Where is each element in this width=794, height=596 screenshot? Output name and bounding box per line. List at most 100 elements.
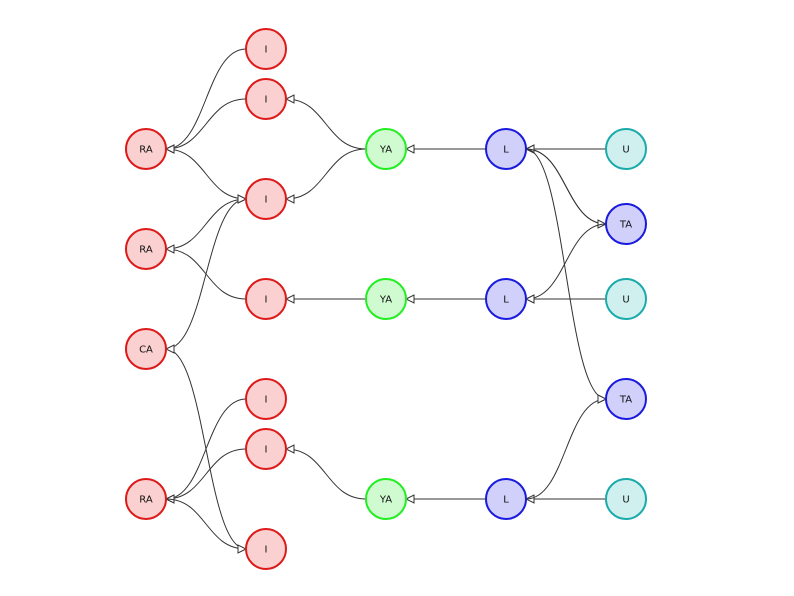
node-i5[interactable]: I <box>245 378 287 420</box>
node-label: RA <box>139 495 153 506</box>
arrowhead-icon <box>404 294 415 304</box>
node-label: I <box>265 395 268 406</box>
node-label: RA <box>139 145 153 156</box>
node-circle <box>125 478 167 520</box>
node-label: I <box>265 445 268 456</box>
node-ra3[interactable]: RA <box>125 478 167 520</box>
node-i4[interactable]: I <box>245 278 287 320</box>
node-label: YA <box>379 295 392 306</box>
node-ta1[interactable]: TA <box>605 203 647 245</box>
node-label: U <box>622 145 629 156</box>
edge-line <box>525 148 607 400</box>
node-label: TA <box>619 220 632 231</box>
node-circle <box>245 178 287 220</box>
node-circle <box>485 128 527 170</box>
node-label: I <box>265 45 268 56</box>
edge-l1-to-ya1 <box>404 144 486 154</box>
edge-line <box>165 48 247 150</box>
edge-line <box>165 148 247 200</box>
node-l2[interactable]: L <box>485 278 527 320</box>
edge-ta1-to-l1 <box>524 144 607 225</box>
node-circle <box>245 28 287 70</box>
arrowhead-icon <box>404 494 415 504</box>
node-label: I <box>265 95 268 106</box>
edge-l2-to-ya2 <box>404 294 486 304</box>
node-circle <box>605 278 647 320</box>
node-ca1[interactable]: CA <box>125 328 167 370</box>
node-circle <box>245 78 287 120</box>
edge-ya3-to-i6 <box>284 444 367 500</box>
nodes-layer: I I RA YA L U I TA RA I YA L U CA TA I I RA YA L U I <box>125 28 647 570</box>
edge-line <box>165 448 247 500</box>
edges-layer <box>164 48 608 554</box>
arrowhead-icon <box>164 344 175 354</box>
edge-line <box>285 98 367 150</box>
edge-line <box>165 198 247 350</box>
arrowhead-icon <box>284 94 295 104</box>
node-circle <box>365 278 407 320</box>
node-label: L <box>503 295 509 306</box>
edge-line <box>165 498 247 550</box>
node-u1[interactable]: U <box>605 128 647 170</box>
node-circle <box>245 428 287 470</box>
node-circle <box>485 478 527 520</box>
node-circle <box>125 128 167 170</box>
arrowhead-icon <box>164 244 175 254</box>
edge-ya1-to-i3 <box>284 148 367 204</box>
node-circle <box>605 203 647 245</box>
edge-line <box>525 148 607 225</box>
node-u3[interactable]: U <box>605 478 647 520</box>
node-ta2[interactable]: TA <box>605 378 647 420</box>
node-i2[interactable]: I <box>245 78 287 120</box>
node-label: I <box>265 295 268 306</box>
node-label: RA <box>139 245 153 256</box>
edge-ra3-to-i7 <box>165 498 248 554</box>
arrowhead-icon <box>237 544 248 554</box>
edge-ya1-to-i2 <box>284 94 367 150</box>
edge-i4-to-ra2 <box>164 244 247 300</box>
arrowhead-icon <box>237 194 248 204</box>
node-ya1[interactable]: YA <box>365 128 407 170</box>
edge-l3-to-ya3 <box>404 494 486 504</box>
arrowhead-icon <box>164 144 175 154</box>
edge-line <box>165 98 247 150</box>
node-i6[interactable]: I <box>245 428 287 470</box>
node-ya3[interactable]: YA <box>365 478 407 520</box>
edge-l1-to-ta1 <box>525 148 608 229</box>
node-ya2[interactable]: YA <box>365 278 407 320</box>
node-l3[interactable]: L <box>485 478 527 520</box>
node-circle <box>125 328 167 370</box>
arrowhead-icon <box>284 444 295 454</box>
edge-u3-to-l3 <box>524 494 606 504</box>
node-ra1[interactable]: RA <box>125 128 167 170</box>
node-circle <box>245 528 287 570</box>
node-circle <box>605 128 647 170</box>
edge-ca1-to-i3 <box>165 194 248 350</box>
edge-ya2-to-i4 <box>284 294 366 304</box>
edge-i3-to-ra1 <box>164 144 247 200</box>
node-circle <box>365 128 407 170</box>
node-l1[interactable]: L <box>485 128 527 170</box>
node-circle <box>245 278 287 320</box>
node-circle <box>125 228 167 270</box>
edge-line <box>285 148 367 200</box>
node-label: YA <box>379 495 392 506</box>
node-ra2[interactable]: RA <box>125 228 167 270</box>
node-i3[interactable]: I <box>245 178 287 220</box>
edge-i7-to-ca1 <box>164 344 247 550</box>
node-i1[interactable]: I <box>245 28 287 70</box>
node-label: YA <box>379 145 392 156</box>
edge-line <box>525 223 607 300</box>
node-u2[interactable]: U <box>605 278 647 320</box>
arrowhead-icon <box>284 294 295 304</box>
node-circle <box>605 478 647 520</box>
edge-line <box>285 448 367 500</box>
arrowhead-icon <box>404 144 415 154</box>
node-i7[interactable]: I <box>245 528 287 570</box>
edge-ta1-to-l2 <box>524 223 607 304</box>
node-label: L <box>503 495 509 506</box>
edge-line <box>165 398 247 500</box>
node-label: I <box>265 545 268 556</box>
node-label: L <box>503 145 509 156</box>
